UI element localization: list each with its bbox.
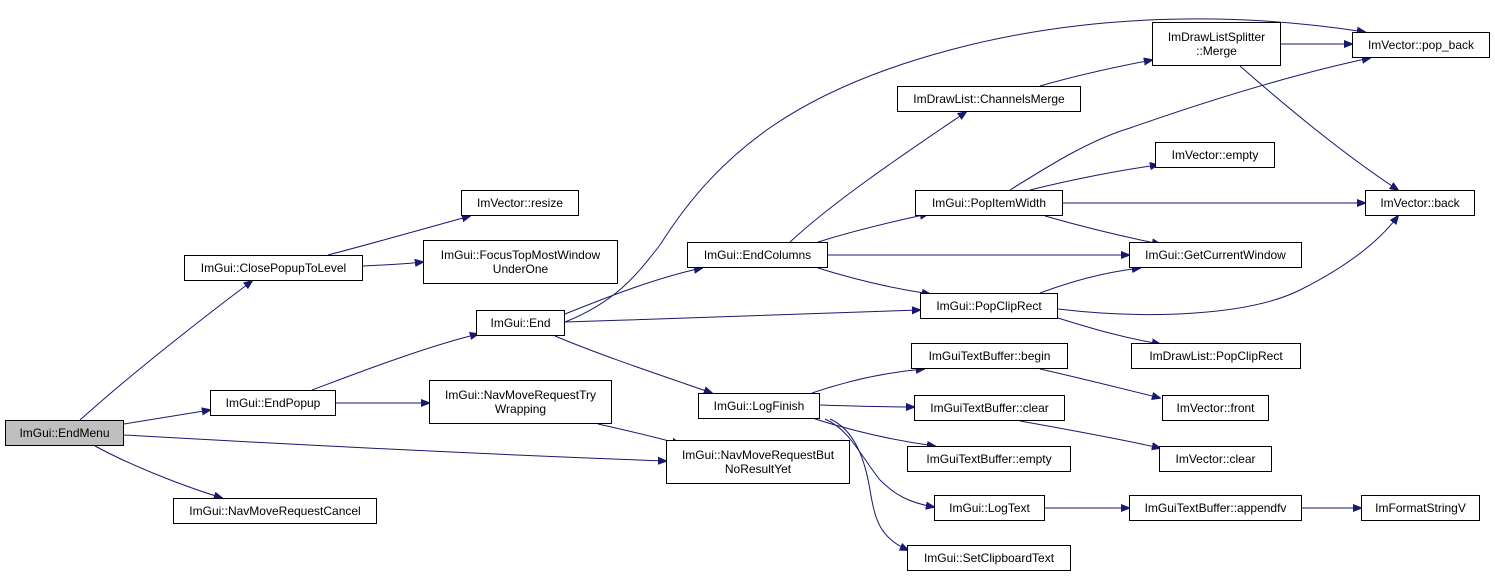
edge-popcliprect-drawlist_popcliprect: [1057, 317, 1160, 344]
edge-closepopuptolevel-focustopmostwindowunderone: [362, 262, 423, 266]
node-imgui-end[interactable]: ImGui::End: [476, 310, 565, 336]
node-imgui-endpopup[interactable]: ImGui::EndPopup: [210, 390, 336, 416]
node-imdrawlist-channelsmerge[interactable]: ImDrawList::ChannelsMerge: [897, 86, 1081, 112]
edge-textbuffer_begin-imvector_front: [1039, 368, 1160, 398]
node-imgui-logfinish[interactable]: ImGui::LogFinish: [698, 393, 820, 419]
node-imvector-pop-back[interactable]: ImVector::pop_back: [1352, 32, 1490, 58]
edge-endmenu-navmoverequestbutnoresultyet: [123, 434, 666, 461]
edge-logfinish-textbuffer_clear: [819, 405, 914, 407]
node-imgui-popitemwidth[interactable]: ImGui::PopItemWidth: [915, 190, 1063, 216]
node-imgui-setclipboardtext[interactable]: ImGui::SetClipboardText: [907, 545, 1071, 571]
edge-end-popcliprect: [564, 310, 920, 323]
node-imgui-logtext[interactable]: ImGui::LogText: [934, 495, 1045, 521]
node-imgui-endcolumns[interactable]: ImGui::EndColumns: [687, 242, 828, 268]
edge-logfinish-logtext: [824, 418, 934, 507]
node-imvector-front[interactable]: ImVector::front: [1162, 395, 1269, 421]
node-imguitextbuffer-appendfv[interactable]: ImGuiTextBuffer::appendfv: [1129, 495, 1302, 521]
edge-end-imvector_pop_back: [564, 18, 1365, 323]
node-imgui-popcliprect[interactable]: ImGui::PopClipRect: [920, 293, 1058, 319]
edge-end-logfinish: [554, 335, 712, 393]
node-imgui-closepopuptolevel[interactable]: ImGui::ClosePopupToLevel: [184, 255, 363, 281]
edge-logfinish-textbuffer_empty: [814, 418, 935, 446]
node-imvector-empty[interactable]: ImVector::empty: [1155, 142, 1275, 168]
edge-channelsmerge-splitter_merge: [1039, 60, 1152, 87]
edge-endmenu-navmoverequestcancel: [94, 445, 222, 498]
node-imvector-resize[interactable]: ImVector::resize: [461, 190, 579, 216]
edge-textbuffer_clear-imvector_clear: [1019, 420, 1160, 448]
edge-popcliprect-imvector_back: [1057, 216, 1398, 316]
edge-endcolumns-popcliprect: [817, 267, 930, 294]
edge-logfinish-textbuffer_begin: [811, 369, 924, 394]
edge-popcliprect-getcurrentwindow: [1039, 268, 1140, 294]
node-imformatstringv[interactable]: ImFormatStringV: [1361, 495, 1480, 521]
node-imvector-back[interactable]: ImVector::back: [1365, 190, 1475, 216]
node-imvector-clear[interactable]: ImVector::clear: [1159, 446, 1272, 472]
edge-popitemwidth-imvector_empty: [1029, 165, 1158, 191]
edge-splitter_merge-imvector_back: [1239, 65, 1398, 190]
edge-end-endcolumns: [564, 268, 702, 315]
edge-endmenu-closepopuptolevel: [79, 281, 252, 421]
edge-closepopuptolevel-imvector_resize: [327, 216, 470, 256]
node-imdrawlist-popcliprect[interactable]: ImDrawList::PopClipRect: [1131, 343, 1301, 369]
edge-endcolumns-popitemwidth: [817, 214, 928, 243]
edge-endmenu-endpopup: [123, 410, 210, 425]
edge-popitemwidth-imvector_pop_back: [1009, 58, 1370, 191]
node-imgui-endmenu[interactable]: ImGui::EndMenu: [5, 420, 124, 446]
edge-popitemwidth-getcurrentwindow: [1044, 215, 1160, 244]
node-imguitextbuffer-empty[interactable]: ImGuiTextBuffer::empty: [907, 446, 1071, 472]
edge-logfinish-setclipboardtext: [829, 418, 908, 550]
node-imgui-focustopmostwindowunderone[interactable]: ImGui::FocusTopMostWindow UnderOne: [423, 240, 618, 284]
edge-endcolumns-channelsmerge: [789, 112, 966, 243]
node-imgui-navmoverequestbutnoresultyet[interactable]: ImGui::NavMoveRequestBut NoResultYet: [666, 440, 850, 484]
node-imgui-getcurrentwindow[interactable]: ImGui::GetCurrentWindow: [1129, 242, 1302, 268]
node-imguitextbuffer-begin[interactable]: ImGuiTextBuffer::begin: [911, 343, 1068, 369]
node-imguitextbuffer-clear[interactable]: ImGuiTextBuffer::clear: [914, 395, 1065, 421]
node-imgui-navmoverequesttrywrapping[interactable]: ImGui::NavMoveRequestTry Wrapping: [429, 380, 612, 424]
node-imgui-navmoverequestcancel[interactable]: ImGui::NavMoveRequestCancel: [173, 498, 377, 524]
node-imdrawlistsplitter-merge[interactable]: ImDrawListSplitter ::Merge: [1152, 22, 1281, 66]
edge-endpopup-end: [311, 334, 478, 391]
